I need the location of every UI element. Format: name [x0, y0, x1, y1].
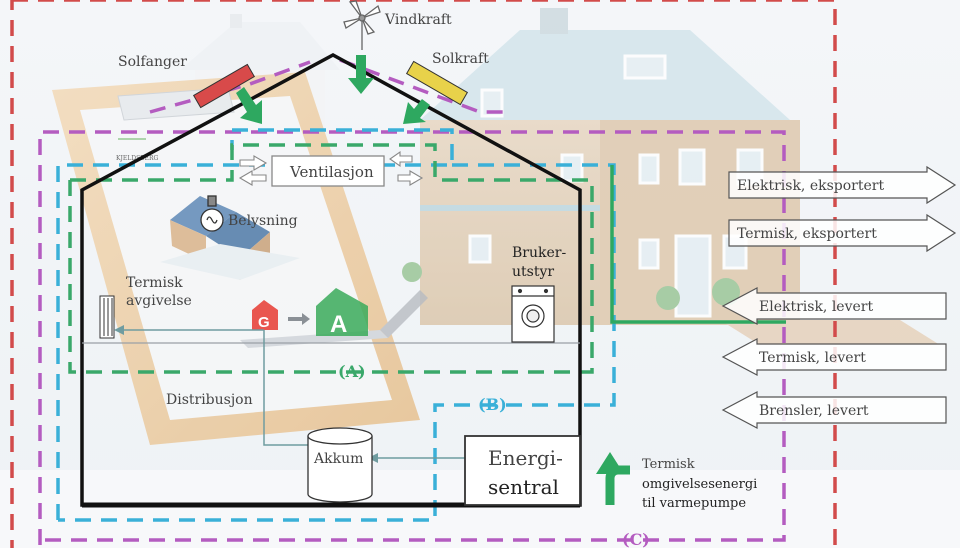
- energisentral-label-2: sentral: [488, 475, 559, 499]
- boundary-c-roof-left: [149, 60, 311, 114]
- termisk-avgivelse-label-2: avgivelse: [126, 293, 192, 309]
- flow-label: Termisk, levert: [759, 350, 866, 366]
- ambient-energy-arrow-icon: [596, 452, 624, 474]
- distribution-arrow-icon: [114, 325, 124, 335]
- brukerutstyr-label-2: utstyr: [512, 264, 554, 280]
- light-bulb-icon: [200, 195, 224, 232]
- akkum-label: Akkum: [313, 451, 363, 467]
- flow-arrow-icon: [721, 287, 947, 325]
- solkraft-arrow-icon: [403, 99, 430, 124]
- flow-label: Brensler, levert: [759, 403, 869, 419]
- omgivelse-label-3: til varmepumpe: [642, 496, 746, 511]
- energy-class-a-label: A: [330, 311, 347, 338]
- vindkraft-label: Vindkraft: [384, 12, 452, 28]
- termisk-avgivelse-label-1: Termisk: [126, 275, 183, 291]
- omgivelse-label-2: omgivelsesenergi: [642, 477, 757, 492]
- vent-exhaust-arrow-icon: [389, 150, 413, 168]
- green-solid-line: [610, 165, 786, 324]
- boundary-red: [10, 0, 837, 548]
- house-outline: [80, 53, 582, 507]
- vent-in-arrow-icon: [239, 155, 268, 171]
- ventilasjon-label: Ventilasjon: [289, 163, 374, 181]
- distribusjon-label: Distribusjon: [166, 392, 253, 408]
- brukerutstyr-label-1: Bruker-: [512, 245, 566, 261]
- renewable-arrows: [236, 55, 430, 124]
- vindkraft-arrow-icon: [348, 55, 374, 94]
- belysning-label: Belysning: [228, 213, 298, 229]
- solar-thermal-panel: [192, 63, 256, 109]
- energisentral-label-1: Energi-: [488, 446, 563, 470]
- flow-arrow-icon: [721, 338, 947, 376]
- boundary-b-upper: [56, 128, 454, 520]
- flow-label: Elektrisk, eksportert: [737, 178, 884, 194]
- energy-class-g-label: G: [258, 314, 270, 331]
- akkum-tank: [307, 427, 373, 503]
- flow-arrow-icon: [728, 165, 957, 205]
- distribution-pipes: [118, 329, 465, 459]
- ventilation-arrows: [238, 150, 424, 186]
- boundary-b: [58, 163, 616, 522]
- omgivelse-label-1: Termisk: [642, 457, 695, 472]
- solfanger-label: Solfanger: [118, 54, 187, 70]
- boundary-c-label: (C): [622, 530, 650, 548]
- class-arrow-icon: [288, 313, 310, 325]
- solfanger-arrow-icon: [236, 87, 262, 124]
- flow-label: Elektrisk, levert: [759, 299, 873, 315]
- flow-arrow-icon: [721, 391, 947, 429]
- energy-class-g-badge: [252, 300, 278, 330]
- boundary-a: [68, 143, 594, 374]
- boundary-a-label: (A): [338, 362, 366, 381]
- solkraft-label: Solkraft: [432, 51, 489, 67]
- washing-machine-icon: [511, 285, 555, 343]
- boundary-c-roof-right: [339, 58, 510, 114]
- vent-out-arrow-icon: [238, 170, 267, 186]
- akkum-arrow-icon: [368, 453, 378, 463]
- radiator-icon: [99, 295, 115, 339]
- boundary-b-label: (B): [478, 395, 507, 414]
- flow-arrow-icon: [728, 213, 957, 253]
- wind-turbine-icon: [343, 0, 381, 50]
- vent-intake-arrow-icon: [397, 170, 424, 186]
- energy-class-badges: G A: [252, 288, 368, 338]
- energisentral-box: [464, 435, 581, 506]
- boundary-c: [38, 130, 786, 545]
- ventilasjon-box: [271, 155, 385, 187]
- flow-label: Termisk, eksportert: [737, 226, 877, 242]
- energy-class-a-badge: [316, 288, 368, 336]
- solar-pv-panel: [405, 60, 469, 106]
